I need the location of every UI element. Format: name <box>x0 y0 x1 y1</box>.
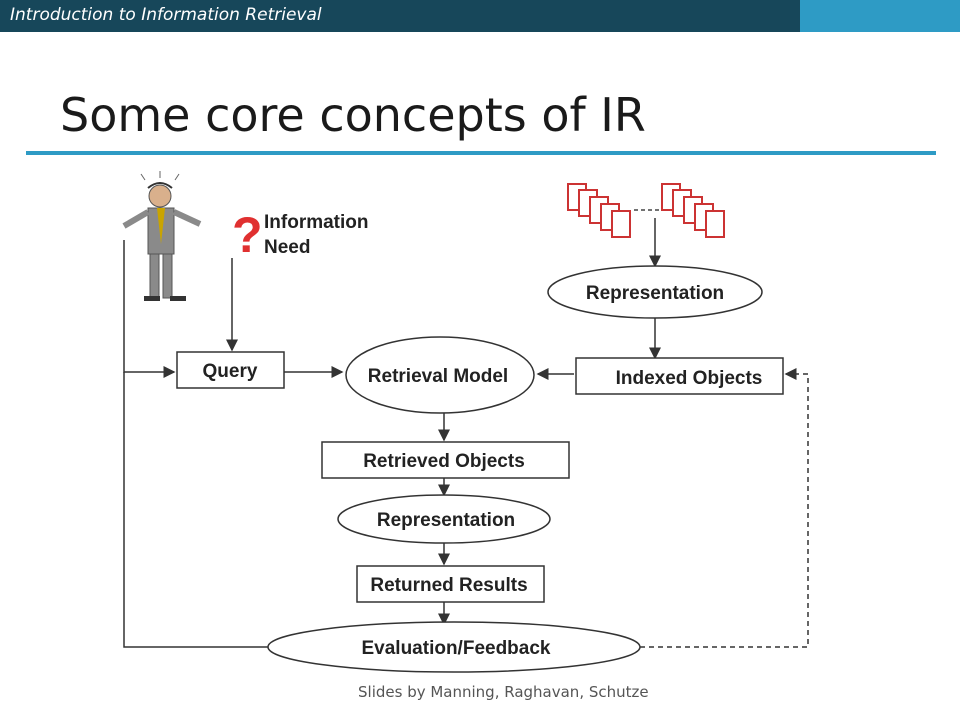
evaluation-feedback-label: Evaluation/Feedback <box>361 638 550 659</box>
feedback-loop-right <box>640 368 809 648</box>
indexed-objects-label: Indexed Objects <box>616 368 763 389</box>
representation-top-node <box>547 265 763 319</box>
header-bar: Introduction to Information Retrieval <box>0 0 960 32</box>
information-need-label-1: Information <box>264 212 369 233</box>
documents-icon-left <box>567 183 631 238</box>
representation-mid-node <box>337 494 551 544</box>
information-need-label-2: Need <box>264 237 310 258</box>
query-label: Query <box>203 361 258 382</box>
confused-person-icon <box>122 171 202 301</box>
returned-results-label: Returned Results <box>370 575 527 596</box>
evaluation-feedback-node <box>267 621 641 673</box>
retrieved-objects-label: Retrieved Objects <box>363 451 525 472</box>
indexed-objects-node <box>575 357 784 395</box>
representation-mid-label: Representation <box>377 510 515 531</box>
slide-footer: Slides by Manning, Raghavan, Schutze <box>358 683 649 701</box>
retrieved-objects-node <box>321 441 570 479</box>
header-accent <box>800 0 960 32</box>
query-node <box>176 351 285 389</box>
documents-icon-right <box>661 183 725 238</box>
retrieval-model-node <box>345 336 535 414</box>
retrieval-model-label: Retrieval Model <box>368 366 508 387</box>
slide-title: Some core concepts of IR <box>60 88 646 142</box>
title-rule <box>26 151 936 155</box>
returned-results-node <box>356 565 545 603</box>
course-title: Introduction to Information Retrieval <box>10 5 322 25</box>
representation-top-label: Representation <box>586 283 724 304</box>
question-mark-icon: ? <box>232 207 263 263</box>
feedback-loop-left <box>123 372 268 648</box>
